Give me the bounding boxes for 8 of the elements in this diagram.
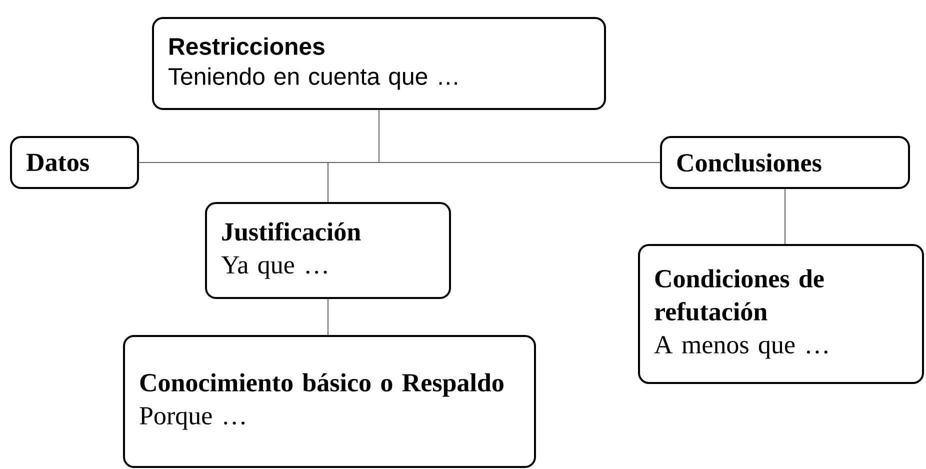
connector-line (328, 162, 660, 202)
text-box: Datos (10, 136, 139, 189)
text-box: Condiciones de refutación A menos que … (638, 244, 924, 384)
text-box: Conocimiento básico o Respaldo Porque … (123, 335, 536, 468)
text-box: Conclusiones (660, 136, 910, 189)
connector-line (784, 188, 786, 244)
text-box: Restricciones Teniendo en cuenta que … (152, 17, 606, 110)
text-box: Justificación Ya que … (205, 202, 451, 299)
